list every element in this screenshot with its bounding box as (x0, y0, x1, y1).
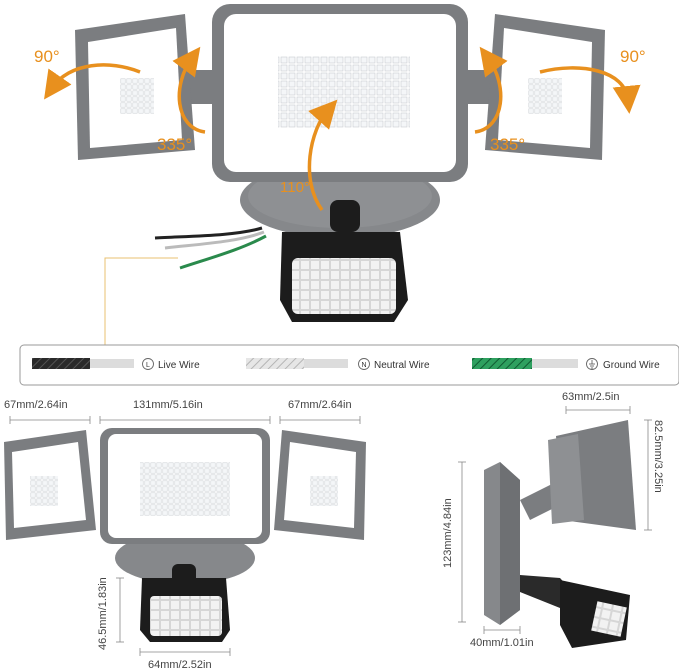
rotation-indicators (44, 46, 641, 212)
live-wire-sample (32, 358, 90, 369)
angle-right-inner: 335° (490, 135, 525, 154)
dim-mount-height: 123mm/4.84in (442, 498, 454, 568)
dim-sensor-width: 64mm/2.52in (148, 659, 212, 671)
live-wire-symbol: L (146, 362, 150, 369)
top-product-view: 90° 90° 335° 335° 110° (34, 4, 646, 322)
angle-left-outer: 90° (34, 47, 60, 66)
neutral-wire-symbol: N (361, 362, 366, 369)
dim-right-head-width: 67mm/2.64in (288, 399, 352, 411)
leader-line (104, 257, 178, 345)
dim-center-head-width: 131mm/5.16in (133, 399, 203, 411)
angle-center-tilt: 110° (280, 179, 310, 196)
front-dimension-view: 67mm/2.64in 131mm/5.16in 67mm/2.64in 46.… (4, 399, 366, 671)
center-light-head (212, 4, 468, 182)
angle-left-inner: 335° (157, 135, 192, 154)
ground-icon (586, 358, 598, 370)
live-wire-label: Live Wire (158, 360, 200, 371)
wire-bundle (154, 226, 267, 270)
wire-legend: L Live Wire N Neutral Wire Ground Wire (19, 344, 679, 386)
dim-left-head-width: 67mm/2.64in (4, 399, 68, 411)
neutral-wire-sample (246, 358, 304, 369)
dim-side-depth: 63mm/2.5in (562, 391, 619, 403)
motion-sensor (280, 200, 408, 322)
dim-sensor-height: 46.5mm/1.83in (97, 577, 109, 650)
side-dimension-view: 63mm/2.5in 82.5mm/3.25in 123mm/4.84in 40… (442, 391, 664, 649)
neutral-wire-label: Neutral Wire (374, 360, 430, 371)
right-light-head (485, 14, 605, 160)
ground-wire-label: Ground Wire (603, 360, 660, 371)
left-light-head (75, 14, 195, 160)
dim-base-depth: 40mm/1.01in (470, 637, 534, 649)
angle-right-outer: 90° (620, 47, 646, 66)
dim-head-height: 82.5mm/3.25in (652, 420, 664, 493)
ground-wire-sample (472, 358, 532, 369)
